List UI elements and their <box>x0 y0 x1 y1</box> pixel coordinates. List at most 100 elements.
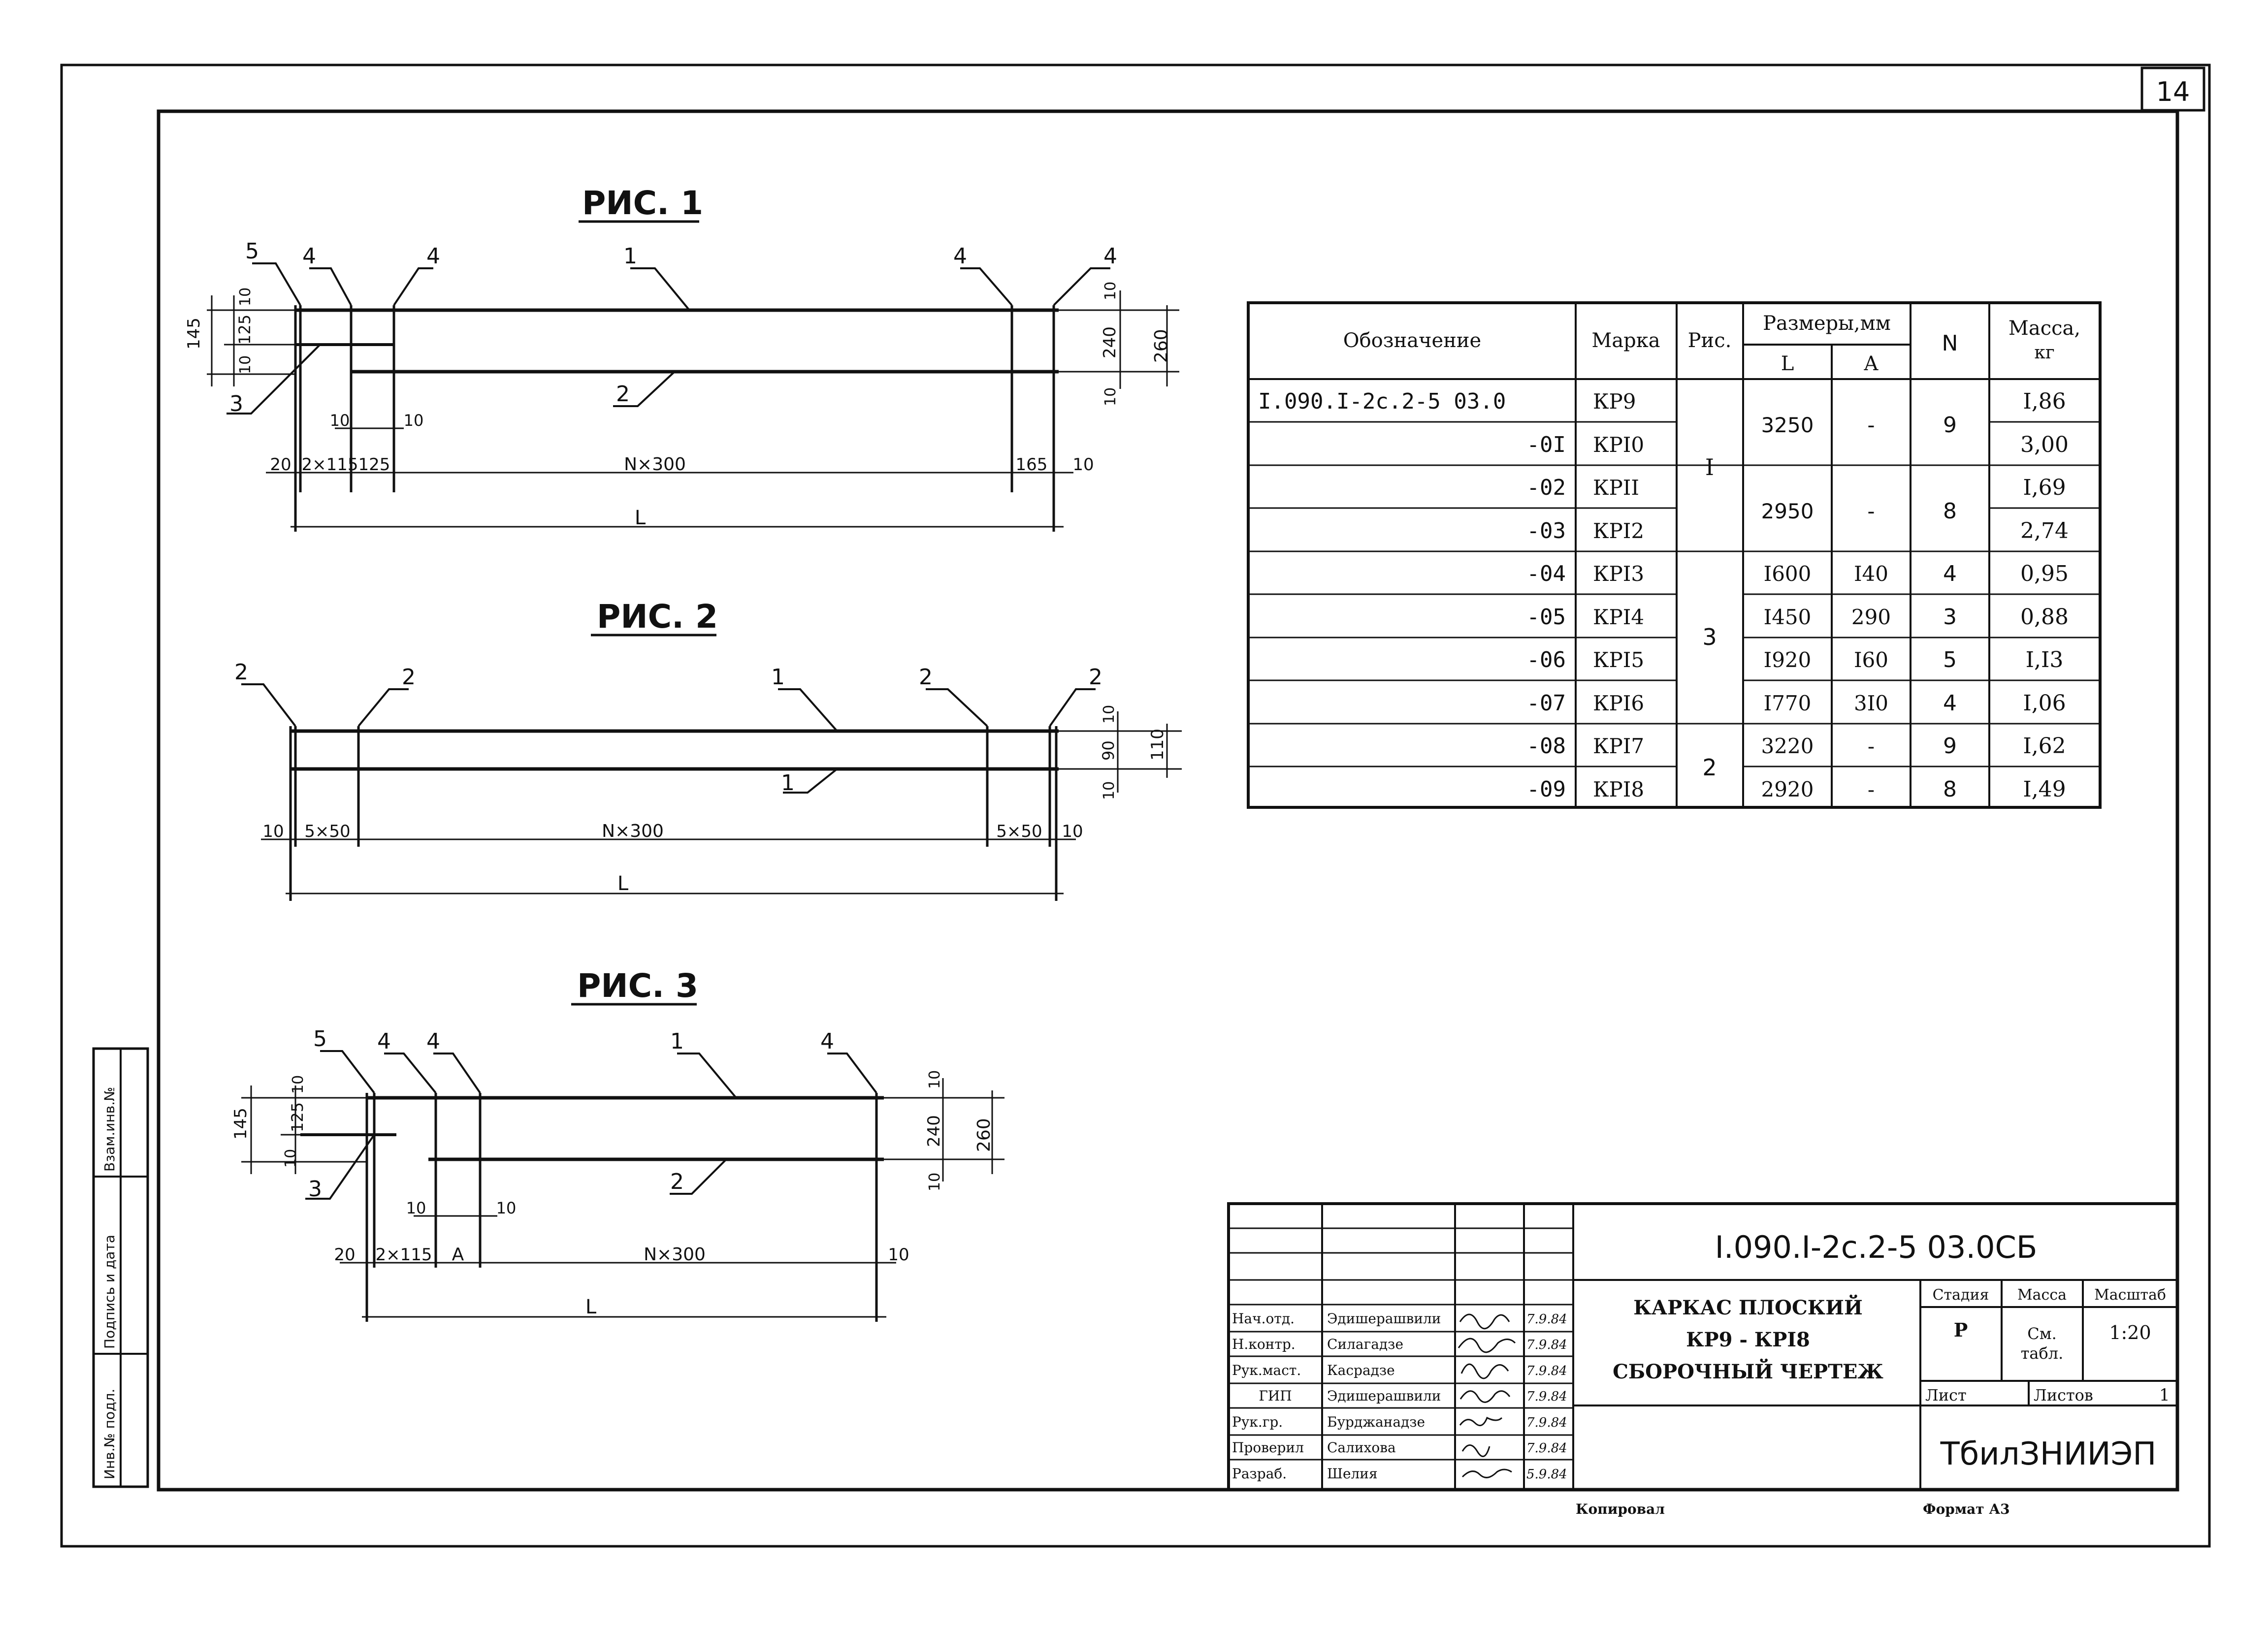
fig1-dim-240-text: 240 <box>1100 326 1120 358</box>
spec-row-8-mark: КРI7 <box>1593 734 1644 758</box>
spec-row-9-L: 2920 <box>1761 777 1814 801</box>
spec-row-3-mark: КРI2 <box>1593 519 1644 543</box>
fig2-leader-2a <box>241 683 296 727</box>
fig2-title: РИС. 2 <box>597 598 718 636</box>
fig3-leader-5 <box>320 1050 375 1094</box>
fig1-dim-10r1-text: 10 <box>1102 282 1119 300</box>
spec-row-2-mass: I,69 <box>2023 475 2066 500</box>
fig1-title: РИС. 1 <box>582 184 703 222</box>
spec-row-9-mark: КРI8 <box>1593 777 1644 801</box>
spec-header-sizes: Размеры,мм <box>1763 312 1891 335</box>
fig2-dim-Nx300-text: N×300 <box>602 821 664 841</box>
fig2-callout-2a: 2 <box>234 660 248 685</box>
fig1-callout-5: 5 <box>245 239 259 264</box>
spec-row-8-designation: -08 <box>1527 734 1566 759</box>
spec-header-N: N <box>1942 331 1958 356</box>
fig3-dim-Nx300-text: N×300 <box>644 1245 706 1265</box>
fig3-callout-2: 2 <box>670 1169 684 1194</box>
spec-row-2-mark: КРII <box>1593 476 1639 500</box>
spec-row-7-designation: -07 <box>1527 691 1566 716</box>
fig3-title: РИС. 3 <box>577 967 698 1005</box>
fig2-dim-L-text: L <box>617 872 629 895</box>
page-number: 14 <box>2156 76 2190 107</box>
fig2-dim-5x50a-text: 5×50 <box>304 822 350 841</box>
title-block-mass-value-1: См. <box>2027 1324 2057 1343</box>
fig1-leader-1 <box>630 267 690 311</box>
spec-table-frame <box>1247 301 2102 809</box>
fig1-callout-4c: 4 <box>953 244 967 269</box>
fig3-callout-4b: 4 <box>426 1029 440 1054</box>
spec-header-designation: Обозначение <box>1343 329 1481 352</box>
spec-row-6-mass: I,I3 <box>2026 647 2064 672</box>
person-5-date: 7.9.84 <box>1526 1441 1567 1456</box>
fig3-dim-10m1-text: 10 <box>406 1199 426 1217</box>
spec-row-7-mark: КРI6 <box>1593 691 1644 715</box>
person-2-role: Рук.маст. <box>1232 1362 1301 1378</box>
fig3-leader-3 <box>305 1134 375 1200</box>
spec-row-8-L: 3220 <box>1761 734 1814 758</box>
title-block-name-line3: СБОРОЧНЫЙ ЧЕРТЕЖ <box>1613 1359 1883 1383</box>
fig3-dim-A-text: A <box>452 1245 464 1265</box>
signature-1 <box>1458 1338 1516 1353</box>
fig3-leader-2 <box>670 1158 727 1195</box>
spec-row-7-mass: I,06 <box>2023 691 2066 716</box>
person-6-role: Разраб. <box>1232 1466 1287 1482</box>
signatures <box>1458 1313 1516 1478</box>
fig3-dim-10r1-text: 10 <box>926 1070 943 1089</box>
fig3-callout-3: 3 <box>308 1177 322 1202</box>
fig3-dim-10end-text: 10 <box>888 1245 909 1265</box>
title-block-stage-label: Стадия <box>1933 1286 1989 1304</box>
spec-row-2-designation: -02 <box>1527 475 1566 500</box>
spec-A-3250: - <box>1867 413 1875 437</box>
fig1-leader-4d <box>1053 267 1110 306</box>
spec-fig-2: 2 <box>1702 754 1717 781</box>
fig2-callout-2b: 2 <box>402 665 416 690</box>
fig3-dim-L-text: L <box>585 1296 597 1318</box>
spec-header-L: L <box>1781 352 1794 375</box>
title-block-org: ТбилЗНИИЭП <box>1940 1436 2157 1472</box>
fig1-leader-4c <box>960 267 1013 306</box>
spec-L-3250: 3250 <box>1761 413 1814 437</box>
fig1-dim-10m2-text: 10 <box>404 411 424 430</box>
spec-row-5-A: 290 <box>1851 605 1891 629</box>
spec-row-1-mark: КРI0 <box>1593 433 1644 457</box>
fig1-dim-10m1-text: 10 <box>330 411 350 430</box>
person-5-role: Проверил <box>1232 1439 1304 1456</box>
page-number-box <box>2140 66 2205 112</box>
spec-header-mass-unit: кг <box>2034 343 2054 363</box>
spec-header-fig: Рис. <box>1688 329 1732 352</box>
spec-row-0-mark: КР9 <box>1593 389 1636 414</box>
fig3-callout-4a: 4 <box>377 1029 391 1054</box>
title-block-frame <box>1227 1202 2179 1491</box>
spec-row-6-L: I920 <box>1764 648 1812 672</box>
fig1-callout-4d: 4 <box>1103 244 1117 269</box>
fig1-dim-Nx300-text: N×300 <box>624 454 686 475</box>
title-block-name-line1: КАРКАС ПЛОСКИЙ <box>1633 1295 1863 1319</box>
person-3-date: 7.9.84 <box>1526 1389 1567 1404</box>
fig1-dim-165-text: 165 <box>1016 455 1048 475</box>
fig2-leader-2b <box>357 688 409 727</box>
spec-row-6-A: I60 <box>1854 648 1888 672</box>
fig2-dim-90-text: 90 <box>1099 740 1118 761</box>
signature-6 <box>1461 1468 1512 1478</box>
fig3-dim-10a-text: 10 <box>290 1075 307 1094</box>
inner-frame <box>157 109 2179 1492</box>
spec-row-5-mark: КРI4 <box>1593 605 1644 629</box>
fig3-dim-20-text: 20 <box>334 1245 355 1265</box>
fig2-dim-5x50b-text: 5×50 <box>996 822 1042 841</box>
fig1-dim-125-text: 125 <box>235 315 254 345</box>
spec-fig-I: I <box>1705 454 1714 480</box>
fig1-dim-10a-text: 10 <box>237 287 254 306</box>
fig2-leader-2d <box>1049 688 1096 727</box>
spec-row-3-designation: -03 <box>1527 518 1566 543</box>
person-6-date: 5.9.84 <box>1526 1467 1567 1482</box>
title-block-sheet-label: Лист <box>1925 1386 1967 1405</box>
person-2-name: Касрадзе <box>1327 1362 1395 1378</box>
spec-N-8: 8 <box>1943 499 1957 524</box>
spec-header-mark: Марка <box>1591 329 1660 352</box>
spec-row-6-designation: -06 <box>1527 647 1566 672</box>
person-6-name: Шелия <box>1327 1466 1378 1482</box>
person-0-date: 7.9.84 <box>1526 1312 1567 1327</box>
person-4-role: Рук.гр. <box>1232 1414 1283 1430</box>
